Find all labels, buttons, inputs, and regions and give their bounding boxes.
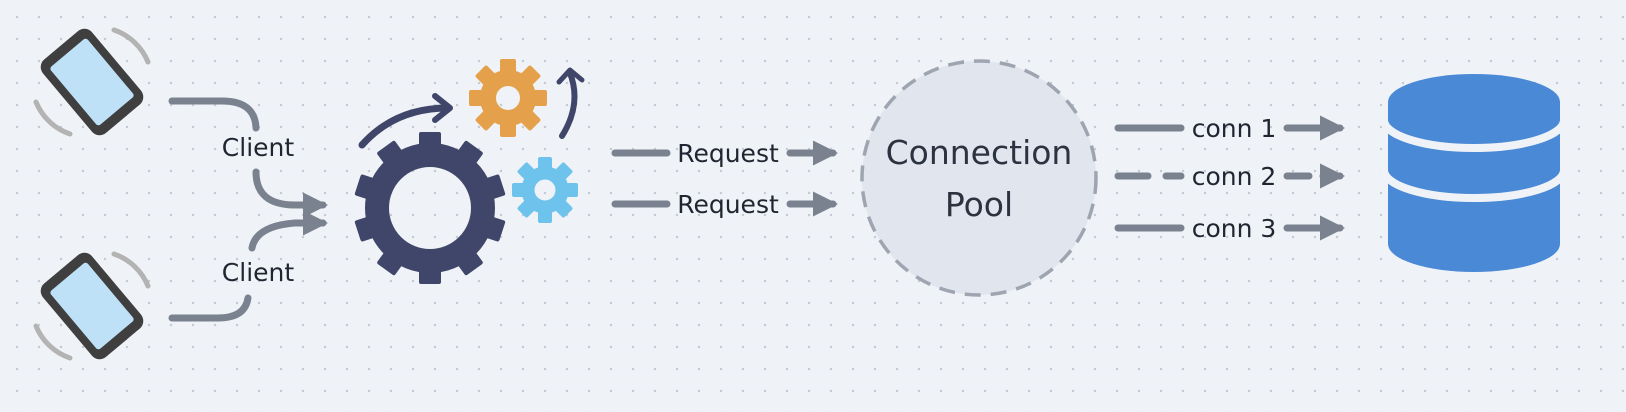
client-label: Client — [222, 258, 295, 287]
rotate-arrow-icon — [358, 104, 452, 149]
client-connector-top — [168, 97, 260, 132]
request-label: Request — [677, 139, 779, 168]
client-connector-bottom — [168, 294, 252, 322]
connection-label: conn 2 — [1192, 162, 1277, 191]
pool-label-line1: Connection — [886, 133, 1073, 172]
client-label: Client — [222, 133, 295, 162]
gear-large-icon — [354, 132, 506, 284]
request-label: Request — [677, 190, 779, 219]
connection-pool-node: Connection Pool — [860, 59, 1098, 297]
client-connector-top — [252, 168, 329, 218]
database-icon — [1380, 74, 1568, 272]
smartphone-rotate-icon — [33, 251, 151, 361]
gear-blue-icon — [512, 157, 578, 223]
rotate-arrow-icon — [559, 70, 578, 139]
connection-label: conn 1 — [1192, 114, 1277, 143]
gears-icon — [354, 59, 585, 284]
connection-label: conn 3 — [1192, 214, 1277, 243]
gear-orange-icon — [469, 59, 547, 137]
smartphone-rotate-icon — [33, 27, 151, 137]
client-connector-bottom — [248, 210, 329, 252]
pool-label-line2: Pool — [945, 185, 1013, 224]
